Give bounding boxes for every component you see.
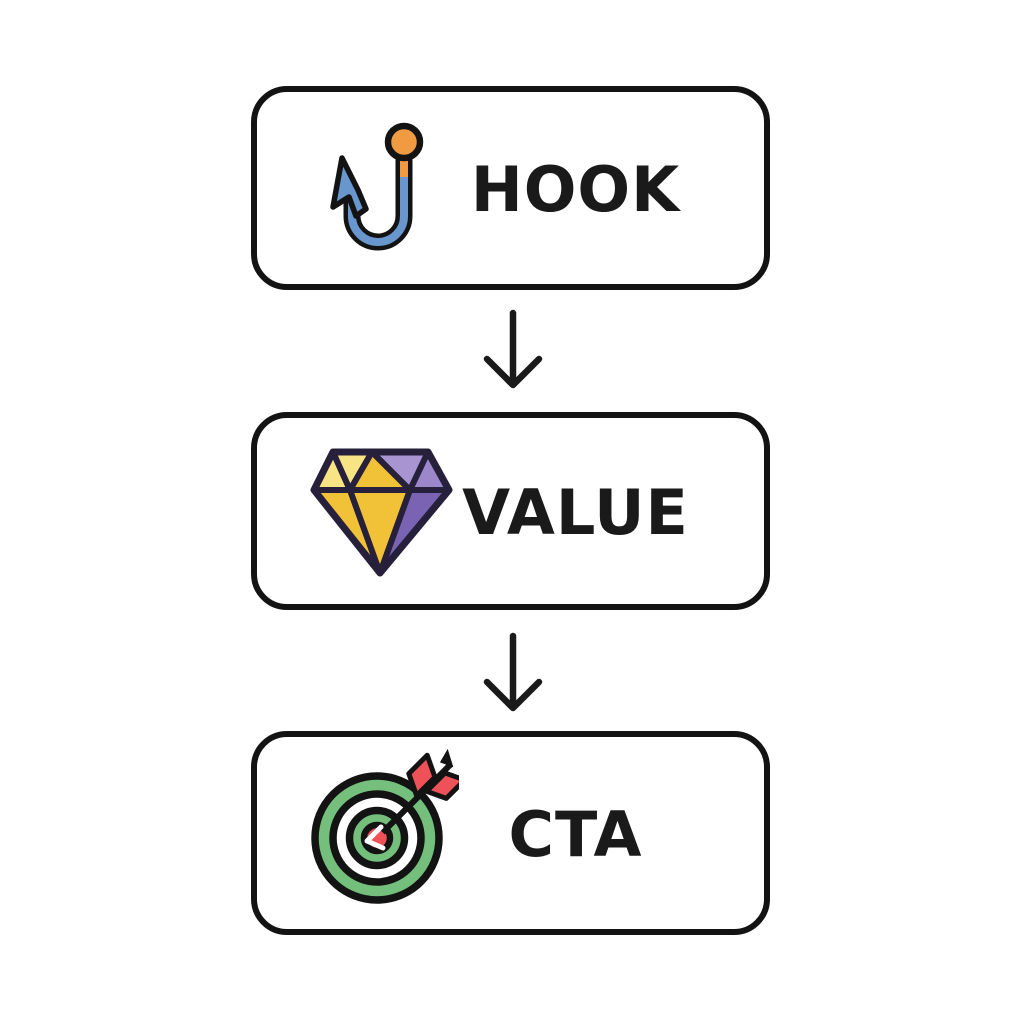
diamond-icon [308,445,453,584]
cta-label: CTA [508,797,643,871]
down-arrow-icon [483,632,543,712]
hook-label: HOOK [470,152,681,226]
cta-box: CTA [251,731,770,935]
down-arrow-icon [483,309,543,389]
fishhook-icon [325,113,445,262]
target-icon [307,746,468,912]
value-label: VALUE [462,475,689,549]
value-box: VALUE [251,412,770,610]
hook-box: HOOK [251,86,770,290]
